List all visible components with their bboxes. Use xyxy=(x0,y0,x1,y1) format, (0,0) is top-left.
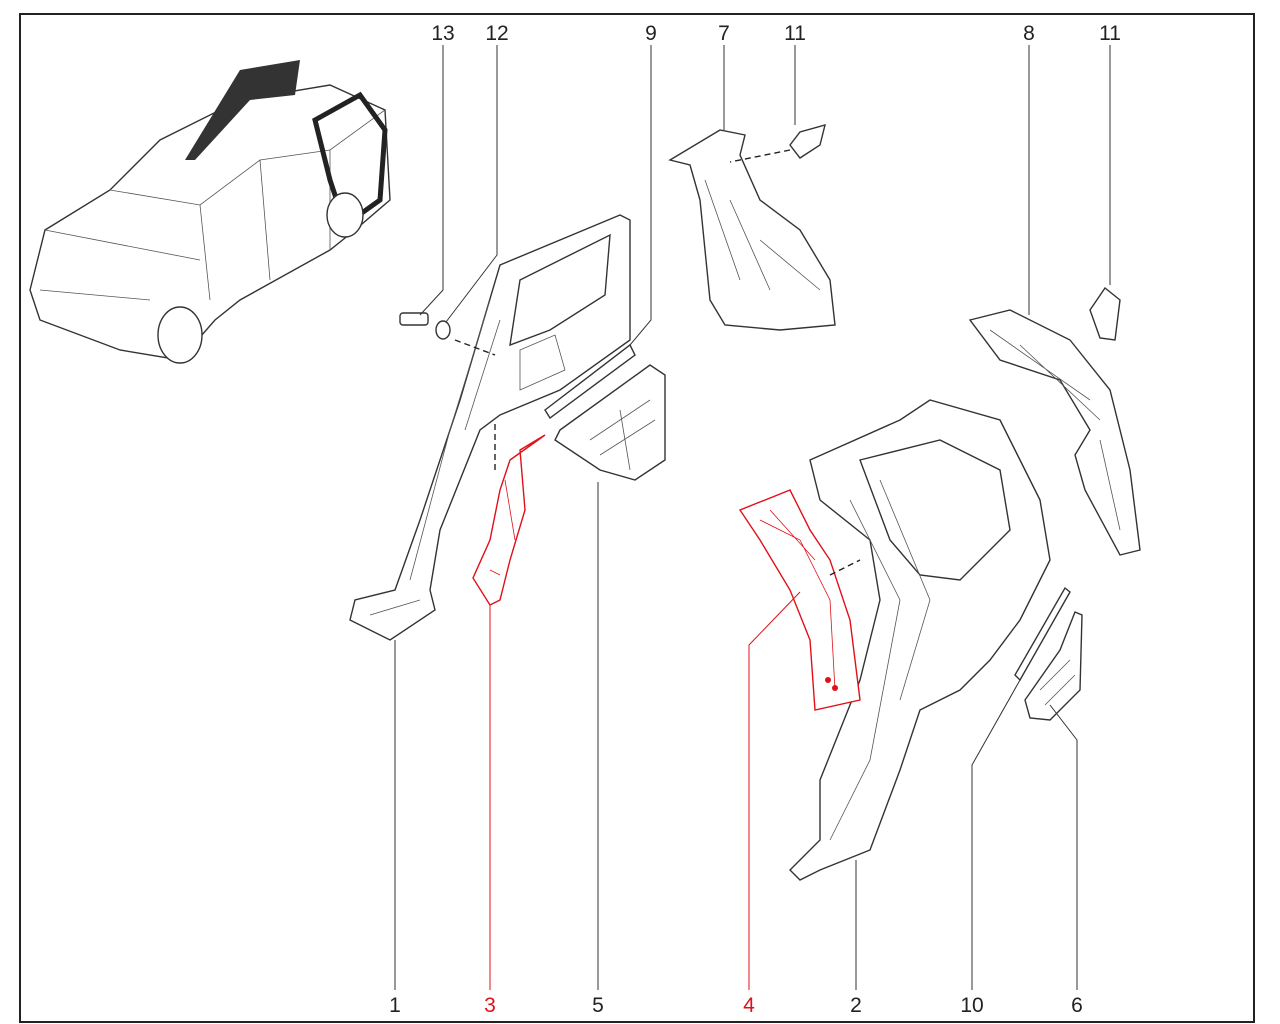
part-11-cap-top xyxy=(789,124,826,159)
part-5-bracket xyxy=(554,364,666,481)
label-13: 13 xyxy=(431,22,454,45)
part-2-rear-quarter-panel xyxy=(789,399,1051,881)
label-11-right: 11 xyxy=(1099,22,1121,45)
leader-lines xyxy=(394,45,1111,990)
part-6-bracket xyxy=(1024,611,1083,721)
part-10-strip xyxy=(1014,586,1071,682)
part-3-reinforcement-highlighted xyxy=(472,434,546,606)
label-4: 4 xyxy=(743,994,755,1017)
part-9-strip xyxy=(544,343,636,420)
part-8-rear-panel xyxy=(968,309,1141,556)
car-overview-illustration xyxy=(29,60,391,364)
label-1: 1 xyxy=(389,994,401,1017)
label-6: 6 xyxy=(1071,994,1083,1017)
part-7-wheel-arch-inner xyxy=(668,129,836,331)
label-7: 7 xyxy=(718,22,730,45)
label-10: 10 xyxy=(960,994,983,1017)
diagram-border xyxy=(19,13,1255,1023)
part-12-washer xyxy=(435,320,451,340)
part-11-cap-right xyxy=(1089,286,1121,341)
label-12: 12 xyxy=(485,22,508,45)
label-2: 2 xyxy=(850,994,862,1017)
label-9: 9 xyxy=(645,22,657,45)
label-8: 8 xyxy=(1023,22,1035,45)
label-3: 3 xyxy=(484,994,496,1017)
part-4-arch-reinforcement-highlighted xyxy=(738,489,861,711)
label-5: 5 xyxy=(592,994,604,1017)
label-11: 11 xyxy=(784,22,806,45)
part-1-rear-pillar-inner xyxy=(349,214,631,641)
part-13-bolt xyxy=(399,312,429,326)
